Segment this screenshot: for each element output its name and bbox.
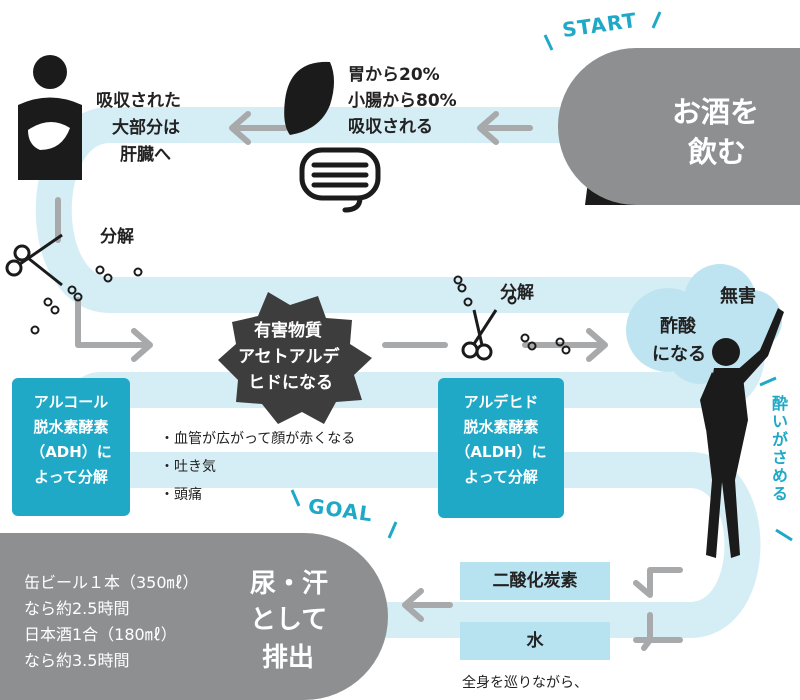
liver-person-icon <box>18 55 82 180</box>
goal-box <box>0 533 388 700</box>
absorb-line-1: 胃から20% <box>348 65 440 85</box>
water-box: 水 <box>460 622 610 660</box>
toxic-line-2: アセトアルデ <box>238 347 340 367</box>
excrete-line-2: として <box>250 605 328 635</box>
symptom-1: ・血管が広がって顔が赤くなる <box>160 431 356 447</box>
arrow-to-acetic <box>522 328 608 362</box>
adh-line-1: アルコール <box>33 393 109 411</box>
symptom-3: ・頭痛 <box>160 487 202 503</box>
sober-woman-icon <box>700 308 784 558</box>
aldh-line-3: （ALDH）に <box>455 443 547 461</box>
absorb-line-2: 小腸から80% <box>348 91 457 111</box>
stomach-icon <box>284 61 334 135</box>
drink-label-1: お酒を <box>672 95 760 129</box>
adh-line-2: 脱水素酵素 <box>33 418 109 436</box>
time-line-4: なら約3.5時間 <box>24 651 130 670</box>
aldh-line-2: 脱水素酵素 <box>463 418 539 436</box>
decompose-label-2: 分解 <box>500 283 534 303</box>
acetic-line-2: になる <box>652 344 706 365</box>
scissors-icon-right <box>461 309 498 361</box>
arrow-to-liver <box>229 111 288 145</box>
adh-line-3: （ADH）に <box>30 443 112 461</box>
arrow-to-absorb <box>477 111 533 145</box>
symptom-2: ・吐き気 <box>160 459 216 475</box>
time-line-2: なら約2.5時間 <box>24 599 130 618</box>
toxic-line-3: ヒドになる <box>248 373 333 393</box>
toxic-starburst <box>218 292 372 424</box>
adh-box: アルコール 脱水素酵素 （ADH）に よって分解 <box>12 378 130 516</box>
excrete-line-3: 排出 <box>262 643 315 673</box>
drink-label-2: 飲む <box>688 135 747 169</box>
arrow-to-toxic <box>75 297 153 362</box>
decompose-label-1: 分解 <box>100 227 134 247</box>
circulate-text: 全身を巡りながら、 <box>462 675 588 691</box>
time-line-3: 日本酒1合（180㎖） <box>24 625 177 644</box>
arrow-to-goal <box>402 588 453 622</box>
intestine-icon <box>299 147 381 213</box>
excrete-line-1: 尿・汗 <box>250 569 329 599</box>
co2-box: 二酸化炭素 <box>460 562 610 600</box>
liver-line-1: 吸収された <box>96 91 181 111</box>
absorb-line-3: 吸収される <box>348 117 433 137</box>
molecule-bubbles <box>30 265 571 355</box>
liver-line-3: 肝臓へ <box>120 145 171 165</box>
arrow-to-co2 <box>633 567 683 598</box>
aldh-line-1: アルデヒド <box>463 393 539 411</box>
liver-line-2: 大部分は <box>112 118 180 138</box>
start-box <box>558 48 800 205</box>
sober-label: 酔いがさめる <box>769 395 788 503</box>
arrow-to-water <box>633 612 683 651</box>
acetic-line-1: 酢酸 <box>660 316 696 337</box>
adh-line-4: よって分解 <box>34 468 108 486</box>
aldh-box: アルデヒド 脱水素酵素 （ALDH）に よって分解 <box>438 378 564 518</box>
toxic-line-1: 有害物質 <box>254 321 322 341</box>
scissors-icon-left <box>5 233 63 287</box>
harmless-label: 無害 <box>720 286 756 307</box>
aldh-line-4: よって分解 <box>464 468 538 486</box>
time-line-1: 缶ビール１本（350㎖） <box>24 573 199 592</box>
